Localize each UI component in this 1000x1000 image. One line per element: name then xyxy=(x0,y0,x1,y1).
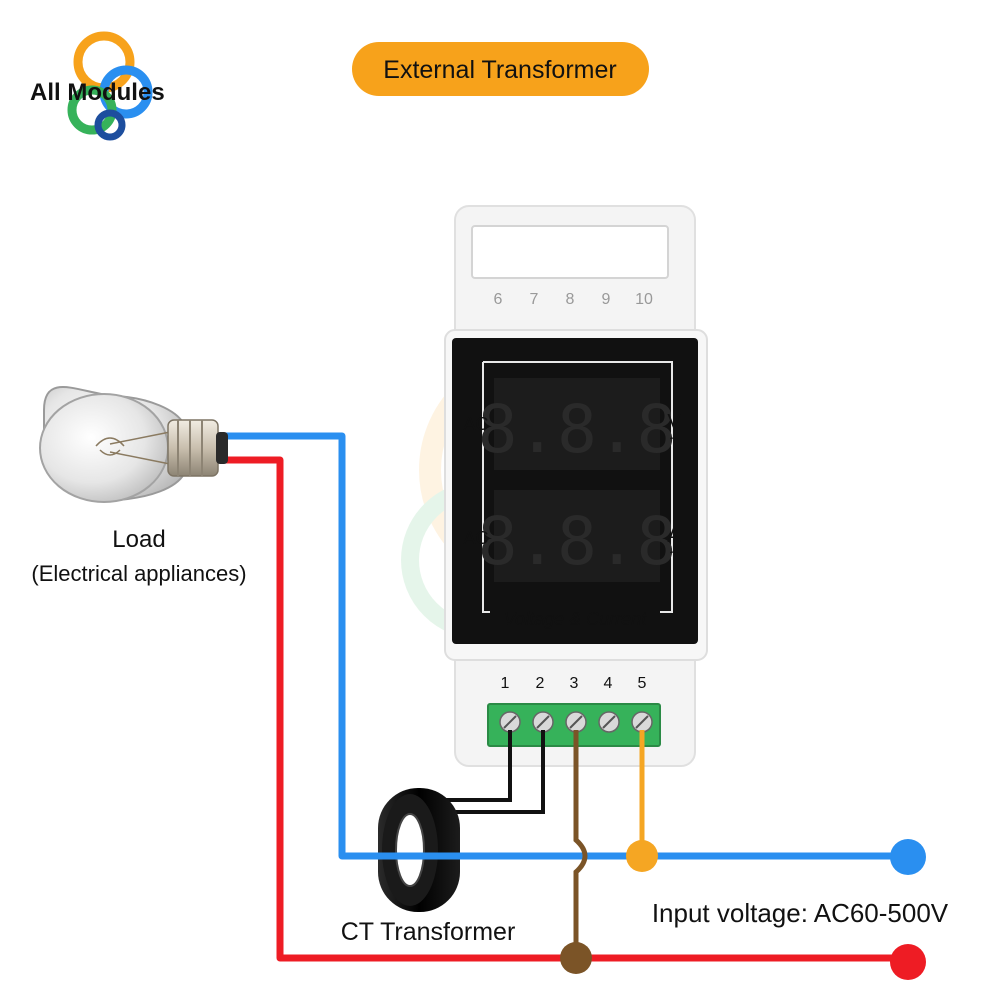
current-readout: 8.8.8 xyxy=(478,503,677,580)
brand-logo: All Modules xyxy=(30,31,165,141)
current-display xyxy=(494,490,660,582)
ct-wire xyxy=(438,730,545,814)
screw-icon xyxy=(499,711,521,733)
header-title: External Transformer xyxy=(383,56,616,84)
terminal-block xyxy=(487,703,661,747)
live-terminal-dot xyxy=(890,944,926,980)
screw-icon xyxy=(598,711,620,733)
meter-device: 6 7 8 9 10 8.8.8 AC V ~ 8.8.8 AC A ~ Vol… xyxy=(444,205,708,767)
ac-tilde-icon: ~ xyxy=(669,431,678,448)
display-panel: 8.8.8 AC V ~ 8.8.8 AC A ~ Voltage & Curr… xyxy=(452,338,698,644)
top-terminal-numbers: 6 7 8 9 10 xyxy=(494,291,653,308)
current-unit-label: A xyxy=(667,525,681,547)
load-subtitle: (Electrical appliances) xyxy=(31,561,246,586)
ac-tilde-icon: ~ xyxy=(669,545,678,562)
terminal-number: 5 xyxy=(638,675,647,692)
neutral-terminal-dot xyxy=(890,839,926,875)
input-voltage-label: Input voltage: AC60-500V xyxy=(652,898,949,928)
screw-icon xyxy=(532,711,554,733)
terminal-number: 7 xyxy=(530,291,539,308)
terminal-number: 2 xyxy=(536,675,545,692)
load-title: Load xyxy=(112,526,165,553)
logo-swirl-icon xyxy=(67,31,153,141)
voltage-left-label: AC xyxy=(463,414,488,434)
ct-wire xyxy=(428,730,512,802)
label-window xyxy=(471,225,669,279)
brown-junction-dot xyxy=(560,942,592,974)
light-bulb-icon xyxy=(39,386,228,503)
brand-name: All Modules xyxy=(30,79,165,106)
voltage-display xyxy=(494,378,660,470)
live-wire xyxy=(222,456,905,962)
terminal-number: 10 xyxy=(635,291,653,308)
bottom-terminal-numbers: 1 2 3 4 5 xyxy=(501,675,647,692)
terminal-number: 4 xyxy=(604,675,613,692)
terminal-number: 8 xyxy=(566,291,575,308)
display-footer-label: Voltage & Current xyxy=(504,609,647,629)
terminal-number: 1 xyxy=(501,675,510,692)
brown-wire xyxy=(573,730,588,958)
terminal-number: 3 xyxy=(570,675,579,692)
current-left-label: AC xyxy=(463,528,488,548)
voltage-unit-label: V xyxy=(667,411,681,433)
screw-icon xyxy=(631,711,653,733)
terminal-number: 6 xyxy=(494,291,503,308)
voltage-readout: 8.8.8 xyxy=(478,391,677,468)
terminal-number: 9 xyxy=(602,291,611,308)
screw-icon xyxy=(565,711,587,733)
ct-transformer-label: CT Transformer xyxy=(341,918,516,946)
neutral-wire xyxy=(222,432,905,860)
ct-transformer-ring xyxy=(378,788,460,912)
voltage-junction-dot xyxy=(626,840,658,872)
header-badge: External Transformer xyxy=(352,42,649,96)
